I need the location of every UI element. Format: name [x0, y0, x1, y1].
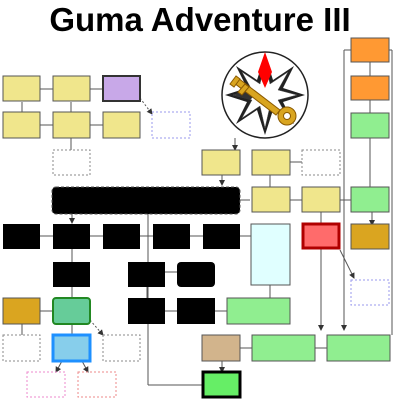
- node-placeholder: [102, 334, 141, 362]
- node-bright-green: [201, 370, 242, 399]
- node-yellow: [201, 149, 241, 176]
- connector-line: [81, 360, 89, 373]
- node-black: [153, 224, 190, 249]
- key-icon: [229, 75, 297, 126]
- node-yellow: [52, 75, 91, 102]
- node-placeholder: [301, 149, 341, 176]
- node-sky-blue: [51, 333, 92, 363]
- node-placeholder: [26, 371, 66, 398]
- node-orange: [350, 75, 390, 101]
- emblem-star-red-point: [258, 52, 272, 88]
- node-yellow: [52, 111, 91, 139]
- node-light-green: [251, 334, 316, 362]
- node-yellow: [2, 75, 41, 102]
- node-black: [3, 224, 40, 249]
- node-black: [128, 298, 165, 324]
- node-yellow: [251, 149, 291, 176]
- node-black: [177, 262, 215, 287]
- node-black: [103, 224, 140, 249]
- connector-line: [229, 75, 241, 88]
- node-orange: [350, 37, 390, 63]
- connector-line: [339, 249, 355, 279]
- flowchart-nodes: [2, 37, 391, 399]
- node-red: [301, 222, 341, 250]
- connector-line: [55, 360, 63, 373]
- node-black: [203, 224, 240, 249]
- node-black: [53, 224, 90, 249]
- node-placeholder: [151, 111, 191, 139]
- node-black: [53, 262, 90, 287]
- node-gold: [2, 297, 41, 325]
- connector-line: [283, 112, 291, 120]
- node-placeholder: [350, 279, 390, 306]
- node-yellow: [102, 111, 141, 139]
- node-black-bar: [51, 186, 241, 215]
- node-light-green: [226, 297, 291, 325]
- node-light-green: [350, 112, 390, 139]
- connector-line: [139, 97, 153, 115]
- node-tan: [201, 334, 241, 362]
- connector-line: [89, 319, 104, 336]
- compass-star-key-icon: [221, 51, 309, 139]
- node-gold: [350, 223, 390, 250]
- connector-line: [237, 83, 250, 96]
- node-yellow: [2, 111, 41, 139]
- node-black: [177, 298, 215, 324]
- node-black: [128, 262, 165, 287]
- node-yellow: [251, 186, 291, 213]
- node-placeholder: [2, 334, 41, 362]
- node-light-green: [350, 186, 390, 213]
- node-yellow: [301, 186, 341, 213]
- node-light-green: [326, 334, 391, 362]
- node-teal-green: [52, 297, 91, 325]
- node-placeholder: [77, 371, 117, 398]
- node-light-cyan: [250, 223, 291, 286]
- node-lavender: [102, 75, 141, 102]
- diagram-title: Guma Adventure III: [49, 1, 351, 38]
- node-placeholder: [52, 149, 91, 176]
